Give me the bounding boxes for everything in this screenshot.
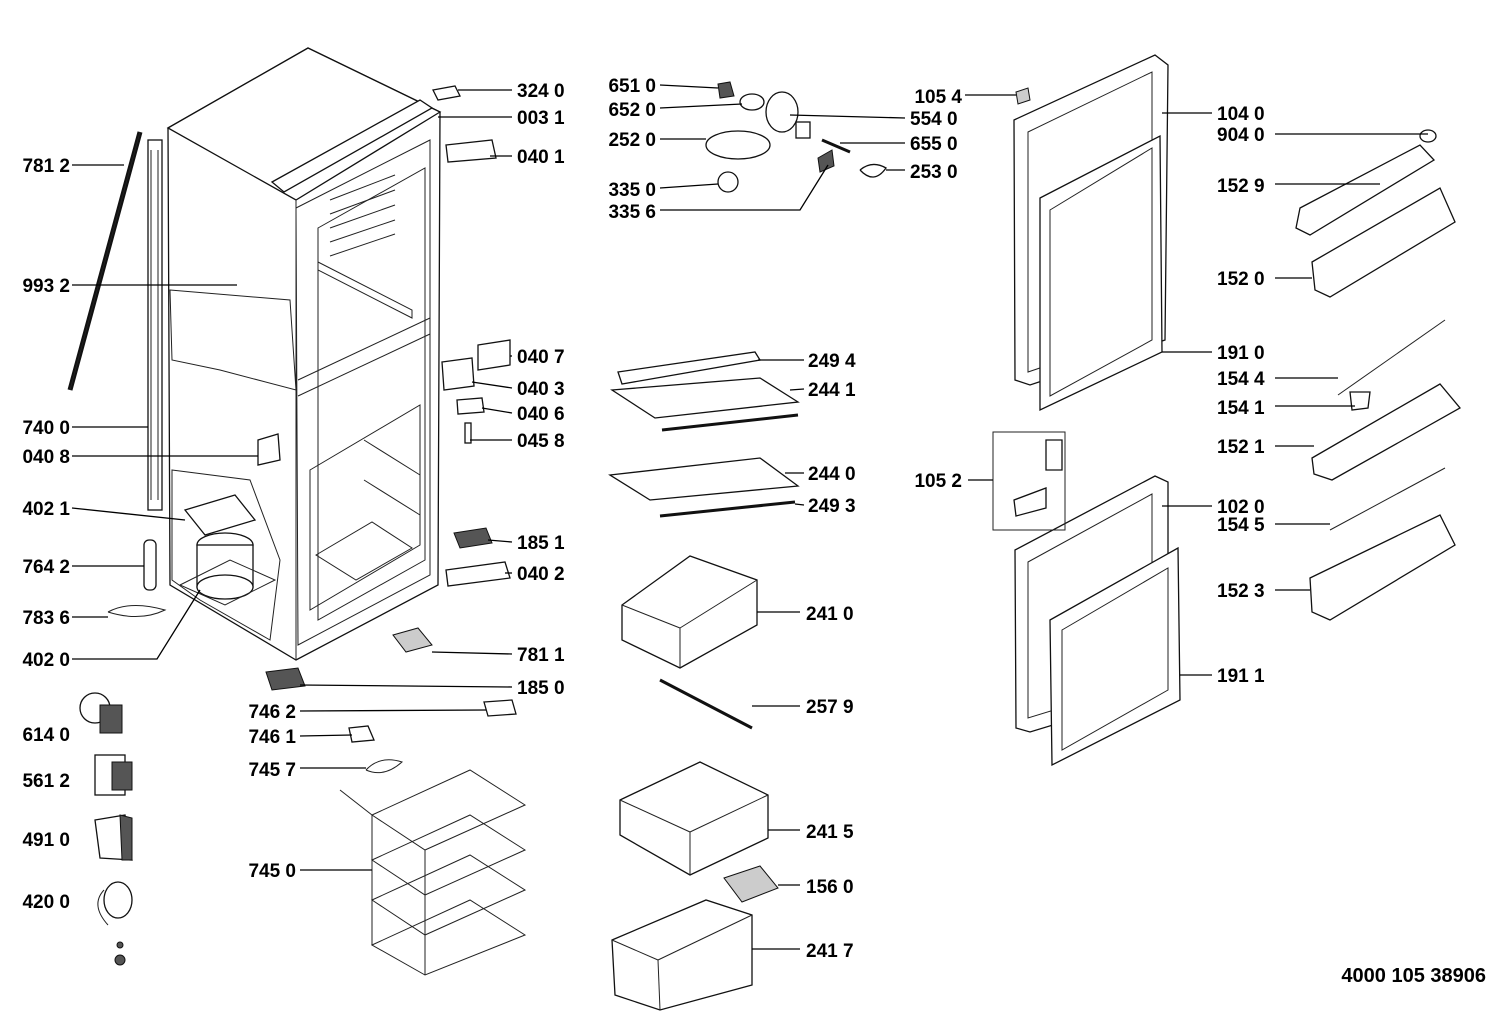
hinge-parts-drawing	[257, 85, 517, 774]
part-label-104-0: 104 0	[1217, 104, 1265, 125]
part-label-040-8: 040 8	[22, 447, 70, 468]
wire-shelves-drawing	[339, 769, 527, 976]
part-label-040-1: 040 1	[517, 147, 565, 168]
door-balconies-drawing	[1295, 129, 1461, 621]
leader-lines	[71, 84, 1428, 950]
part-label-655-0: 655 0	[910, 134, 958, 155]
part-label-252-0: 252 0	[608, 130, 656, 151]
part-label-241-5: 241 5	[806, 822, 854, 843]
part-label-102-0: 102 0	[1217, 497, 1265, 518]
electrical-parts-drawing	[79, 692, 133, 966]
part-label-746-2: 746 2	[248, 702, 296, 723]
part-label-152-9: 152 9	[1217, 176, 1265, 197]
part-label-105-4: 105 4	[914, 87, 962, 108]
part-label-105-2: 105 2	[914, 471, 962, 492]
part-label-402-0: 402 0	[22, 650, 70, 671]
part-label-040-3: 040 3	[517, 379, 565, 400]
part-label-185-0: 185 0	[517, 678, 565, 699]
part-label-244-1: 244 1	[808, 380, 856, 401]
part-label-154-4: 154 4	[1217, 369, 1265, 390]
part-label-335-0: 335 0	[608, 180, 656, 201]
part-label-249-3: 249 3	[808, 496, 856, 517]
part-label-745-0: 745 0	[248, 861, 296, 882]
part-label-040-2: 040 2	[517, 564, 565, 585]
compressor-drawing	[178, 494, 277, 606]
part-label-154-1: 154 1	[1217, 398, 1265, 419]
part-label-740-0: 740 0	[22, 418, 70, 439]
lower-door-drawing	[992, 431, 1181, 767]
part-label-746-1: 746 1	[248, 727, 296, 748]
part-labels: 781 2 993 2 740 0 040 8 402 1 764 2 783 …	[22, 76, 1486, 987]
part-label-335-6: 335 6	[608, 202, 656, 223]
part-label-993-2: 993 2	[22, 276, 70, 297]
part-label-154-5: 154 5	[1217, 515, 1265, 536]
part-label-185-1: 185 1	[517, 533, 565, 554]
part-label-402-1: 402 1	[22, 499, 70, 520]
part-label-781-2: 781 2	[22, 156, 70, 177]
drawers-drawing	[611, 555, 779, 1011]
part-label-420-0: 420 0	[22, 892, 70, 913]
part-label-241-7: 241 7	[806, 941, 854, 962]
part-label-253-0: 253 0	[910, 162, 958, 183]
part-label-045-8: 045 8	[517, 431, 565, 452]
part-label-554-0: 554 0	[910, 109, 958, 130]
part-label-249-4: 249 4	[808, 351, 856, 372]
thermostat-parts-drawing	[705, 81, 887, 193]
part-label-614-0: 614 0	[22, 725, 70, 746]
part-label-324-0: 324 0	[517, 81, 565, 102]
upper-door-drawing	[1013, 54, 1169, 412]
part-label-491-0: 491 0	[22, 830, 70, 851]
part-label-152-0: 152 0	[1217, 269, 1265, 290]
drier-drawing	[107, 539, 167, 617]
part-label-745-7: 745 7	[248, 760, 296, 781]
part-label-781-1: 781 1	[517, 645, 565, 666]
part-label-244-0: 244 0	[808, 464, 856, 485]
part-label-003-1: 003 1	[517, 108, 565, 129]
part-label-040-6: 040 6	[517, 404, 565, 425]
part-label-904-0: 904 0	[1217, 125, 1265, 146]
part-label-191-1: 191 1	[1217, 666, 1265, 687]
document-number: 4000 105 38906	[1341, 965, 1486, 987]
part-label-561-2: 561 2	[22, 771, 70, 792]
part-label-156-0: 156 0	[806, 877, 854, 898]
part-label-191-0: 191 0	[1217, 343, 1265, 364]
part-label-764-2: 764 2	[22, 557, 70, 578]
part-label-651-0: 651 0	[608, 76, 656, 97]
part-label-152-3: 152 3	[1217, 581, 1265, 602]
part-label-040-7: 040 7	[517, 347, 565, 368]
part-label-241-0: 241 0	[806, 604, 854, 625]
part-label-257-9: 257 9	[806, 697, 854, 718]
part-label-152-1: 152 1	[1217, 437, 1265, 458]
condenser-drawing	[67, 131, 163, 511]
part-label-783-6: 783 6	[22, 608, 70, 629]
part-label-652-0: 652 0	[608, 100, 656, 121]
glass-shelves-drawing	[608, 351, 800, 518]
